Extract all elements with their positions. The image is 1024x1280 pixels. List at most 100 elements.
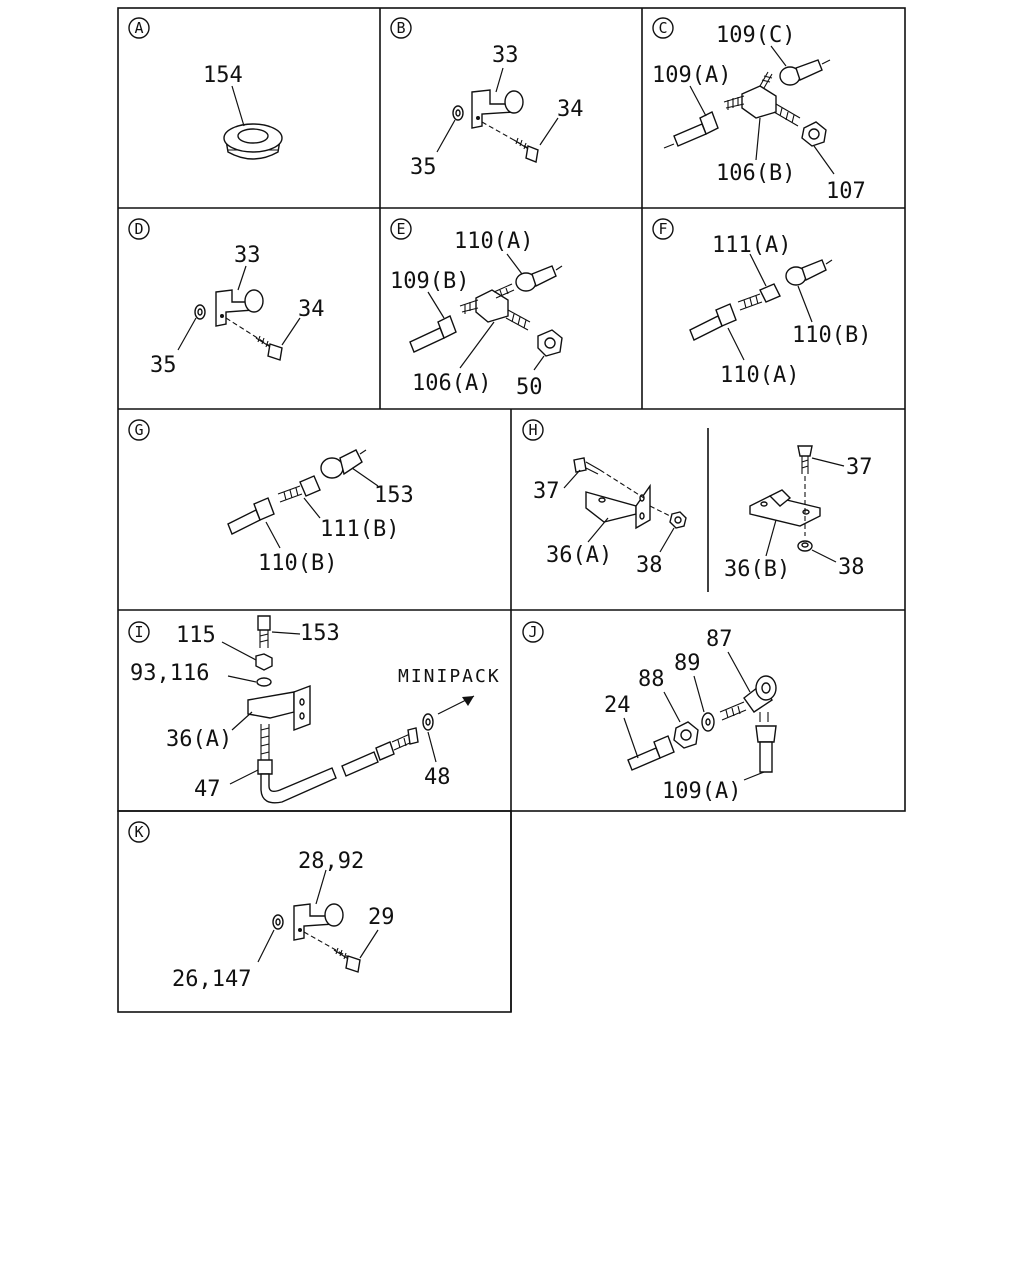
label-35: 35 bbox=[410, 155, 437, 180]
label-111b: 111(B) bbox=[320, 517, 399, 542]
label-minipack: MINIPACK bbox=[398, 666, 501, 687]
panel-a: A 154 bbox=[128, 17, 283, 160]
panel-letter-c: C bbox=[652, 17, 674, 39]
panel-letter-e: E bbox=[390, 218, 412, 240]
label-106a: 106(A) bbox=[412, 371, 491, 396]
hose-fitting-153 bbox=[320, 449, 367, 479]
bracket-36a bbox=[247, 684, 311, 732]
hose-fitting-110a bbox=[515, 265, 563, 292]
washer-26-147 bbox=[272, 914, 284, 930]
label-38-right: 38 bbox=[838, 555, 865, 580]
label-109a: 109(A) bbox=[662, 779, 741, 804]
nut-88 bbox=[673, 721, 699, 749]
label-28-92: 28,92 bbox=[298, 849, 364, 874]
bolt-34 bbox=[255, 335, 283, 361]
label-34: 34 bbox=[557, 97, 584, 122]
nut-115 bbox=[255, 653, 273, 671]
label-87: 87 bbox=[706, 627, 733, 652]
nut-107 bbox=[801, 121, 827, 147]
panel-d: D 33 34 35 bbox=[128, 218, 325, 378]
label-109b: 109(B) bbox=[390, 269, 469, 294]
bracket-36a bbox=[585, 483, 651, 530]
adapter-111a bbox=[737, 283, 781, 311]
panel-letter-i: I bbox=[128, 621, 150, 643]
tee-fitting-106a bbox=[459, 283, 531, 331]
label-88: 88 bbox=[638, 667, 665, 692]
label-24: 24 bbox=[604, 693, 631, 718]
svg-text:A: A bbox=[134, 19, 143, 37]
plug-154 bbox=[223, 123, 283, 160]
label-36b: 36(B) bbox=[724, 557, 790, 582]
label-29: 29 bbox=[368, 905, 395, 930]
panel-letter-k: K bbox=[128, 821, 150, 843]
hose-fitting-110b bbox=[227, 497, 275, 535]
hose-fitting-109a bbox=[755, 725, 777, 773]
label-37-left: 37 bbox=[533, 479, 560, 504]
svg-text:F: F bbox=[658, 220, 667, 238]
svg-text:J: J bbox=[528, 623, 537, 641]
nut-50 bbox=[537, 329, 563, 357]
eye-fitting-87 bbox=[719, 675, 777, 722]
hose-fitting-109b bbox=[409, 315, 457, 353]
label-36a: 36(A) bbox=[546, 543, 612, 568]
label-47: 47 bbox=[194, 777, 221, 802]
panel-letter-b: B bbox=[390, 17, 412, 39]
adapter-111b bbox=[277, 475, 321, 503]
washer-89 bbox=[701, 712, 715, 732]
label-37-right: 37 bbox=[846, 455, 873, 480]
panel-letter-d: D bbox=[128, 218, 150, 240]
svg-text:G: G bbox=[134, 421, 143, 439]
label-48: 48 bbox=[424, 765, 451, 790]
label-154: 154 bbox=[203, 63, 243, 88]
clip-33 bbox=[215, 289, 264, 327]
hose-fitting-109a bbox=[663, 111, 719, 149]
hose-fitting-110a bbox=[689, 303, 737, 341]
label-153: 153 bbox=[300, 621, 340, 646]
label-110a: 110(A) bbox=[454, 229, 533, 254]
svg-text:D: D bbox=[134, 220, 143, 238]
bolt-37 bbox=[573, 457, 601, 475]
label-93-116: 93,116 bbox=[130, 661, 209, 686]
panel-g: G 153 111(B) 110(B) bbox=[128, 419, 414, 576]
panel-letter-a: A bbox=[128, 17, 150, 39]
panel-h: H 37 36(A) 38 bbox=[522, 419, 873, 582]
label-110b: 110(B) bbox=[258, 551, 337, 576]
svg-text:K: K bbox=[134, 823, 143, 841]
label-111a: 111(A) bbox=[712, 233, 791, 258]
panel-k: K 28,92 29 26,147 bbox=[128, 821, 395, 992]
hose-fitting-24 bbox=[627, 735, 675, 771]
label-110b: 110(B) bbox=[792, 323, 871, 348]
svg-text:C: C bbox=[658, 19, 667, 37]
bolt-34 bbox=[513, 137, 539, 163]
label-110a: 110(A) bbox=[720, 363, 799, 388]
label-89: 89 bbox=[674, 651, 701, 676]
panel-j: J 87 88 89 24 bbox=[522, 621, 777, 804]
clip-33 bbox=[471, 89, 524, 129]
panel-letter-f: F bbox=[652, 218, 674, 240]
panel-letter-g: G bbox=[128, 419, 150, 441]
panel-letter-h: H bbox=[522, 419, 544, 441]
panel-grid bbox=[117, 7, 906, 1013]
panel-f: F 111(A) 110(B) 110(A) bbox=[652, 218, 871, 388]
label-34: 34 bbox=[298, 297, 325, 322]
nut-38 bbox=[797, 540, 813, 552]
hose-fitting-109c bbox=[779, 59, 831, 86]
washer-48 bbox=[422, 713, 434, 731]
arrow-to-minipack bbox=[437, 695, 475, 715]
panel-c: C 109(C) 109(A) 106(B) 107 bbox=[652, 17, 866, 204]
label-109a: 109(A) bbox=[652, 63, 731, 88]
label-33: 33 bbox=[492, 43, 519, 68]
label-107: 107 bbox=[826, 179, 866, 204]
bolt-37 bbox=[797, 445, 813, 474]
label-35: 35 bbox=[150, 353, 177, 378]
tee-fitting-106b bbox=[723, 71, 801, 127]
label-115: 115 bbox=[176, 623, 216, 648]
bolt-153 bbox=[257, 615, 271, 648]
panel-letter-j: J bbox=[522, 621, 544, 643]
svg-text:H: H bbox=[528, 421, 537, 439]
hose-fitting-110b bbox=[785, 259, 833, 286]
label-26-147: 26,147 bbox=[172, 967, 251, 992]
pipe-47 bbox=[257, 724, 419, 804]
nut-38 bbox=[669, 511, 687, 529]
